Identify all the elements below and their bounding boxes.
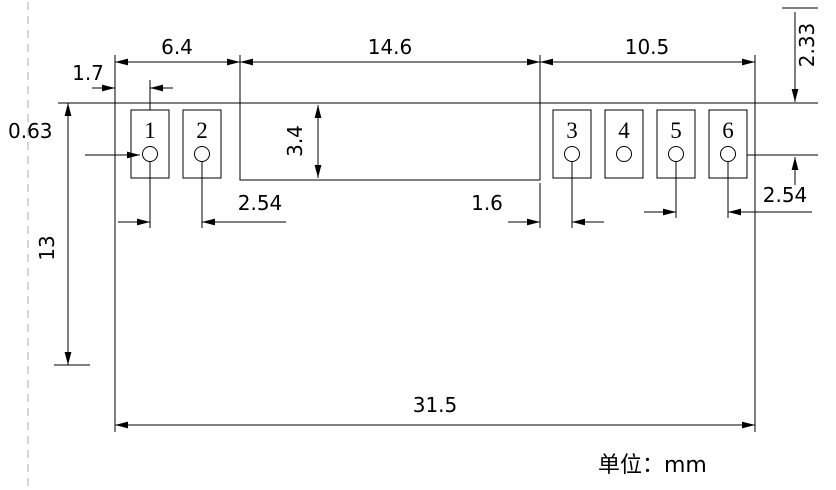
dim-text-left-pitch: 2.54 [238, 191, 283, 215]
pad-4-label: 4 [618, 118, 630, 143]
dim-text-edge-to-hole1: 1.7 [72, 61, 104, 85]
dim-text-top-middle-width: 14.6 [368, 35, 413, 59]
dim-text-top-to-hole-center: 2.33 [795, 23, 819, 68]
dim-text-right-pitch: 2.54 [763, 183, 808, 207]
pad-2-label: 2 [196, 118, 208, 143]
pad-3-label: 3 [566, 118, 578, 143]
pad-1-hole [142, 146, 158, 162]
pad-6-hole [720, 146, 736, 162]
pad-5-hole [668, 146, 684, 162]
pad-4-hole [616, 146, 632, 162]
pad-5-label: 5 [670, 118, 682, 143]
pad-3-hole [564, 146, 580, 162]
dim-text-body-to-pad3: 1.6 [471, 191, 503, 215]
dim-text-hole-diameter: 0.63 [8, 119, 53, 143]
pad-1-label: 1 [144, 118, 156, 143]
pad-6-label: 6 [722, 118, 734, 143]
unit-note: 单位：mm [598, 453, 707, 478]
pad-4-outline [604, 109, 644, 179]
dim-text-top-right-width: 10.5 [625, 35, 670, 59]
dim-text-overall-height: 13 [35, 235, 59, 260]
pad-2-hole [194, 146, 210, 162]
drawing-linework [27, 2, 818, 490]
dim-text-top-left-width: 6.4 [161, 35, 193, 59]
center-body-outline [239, 102, 541, 181]
dim-text-body-height: 3.4 [283, 125, 307, 157]
dim-text-overall-width: 31.5 [413, 393, 458, 417]
